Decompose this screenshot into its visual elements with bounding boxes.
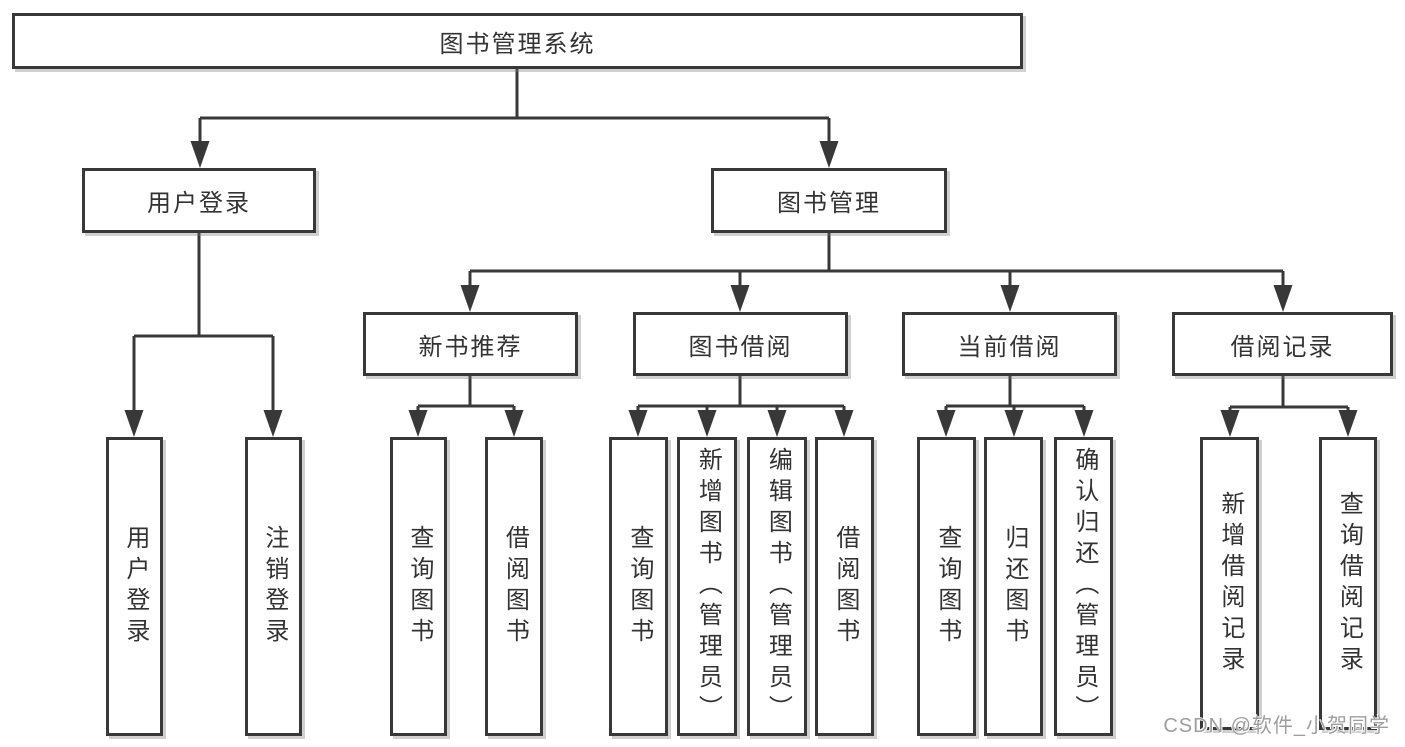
leaf-label: 查询图书 — [405, 524, 433, 649]
connector-book-management-to-level3 — [460, 233, 1293, 312]
leaf-edit-books-admin: 编辑图书（管理员） — [747, 437, 807, 736]
leaf-query-books: 查询图书 — [390, 437, 447, 736]
node-current-borrow: 当前借阅 — [902, 312, 1117, 376]
node-borrow-records: 借阅记录 — [1172, 312, 1393, 376]
connector-user-login-to-leaves — [124, 233, 283, 437]
leaf-label: 查询图书 — [625, 524, 653, 649]
node-library-management-system: 图书管理系统 — [12, 13, 1023, 69]
leaf-return-books: 归还图书 — [984, 437, 1043, 736]
leaf-borrow-books: 借阅图书 — [485, 437, 543, 736]
node-book-management: 图书管理 — [711, 168, 947, 233]
leaf-confirm-return-admin: 确认归还（管理员） — [1054, 437, 1113, 736]
leaf-label: 确认归还（管理员） — [1070, 447, 1098, 726]
connector-current-borrow-to-leaves — [936, 376, 1094, 437]
leaf-label: 编辑图书（管理员） — [764, 447, 792, 726]
leaf-label: 借阅图书 — [501, 524, 529, 649]
connector-borrow-records-to-leaves — [1220, 376, 1358, 437]
leaf-add-books-admin: 新增图书（管理员） — [677, 437, 737, 736]
leaf-label: 新增借阅记录 — [1216, 490, 1244, 677]
leaf-logout: 注销登录 — [245, 437, 302, 736]
leaf-add-borrow-record: 新增借阅记录 — [1200, 437, 1259, 730]
leaf-label: 注销登录 — [260, 524, 288, 649]
node-new-book-recommend: 新书推荐 — [363, 312, 578, 376]
connector-root-to-level2 — [190, 69, 839, 168]
leaf-label: 借阅图书 — [831, 524, 859, 649]
leaf-borrow-books: 借阅图书 — [815, 437, 874, 736]
node-book-borrow: 图书借阅 — [633, 312, 848, 376]
leaf-label: 查询图书 — [933, 524, 961, 649]
leaf-query-books: 查询图书 — [917, 437, 976, 736]
csdn-watermark: CSDN @软件_小贺同学 — [1163, 715, 1390, 737]
leaf-label: 用户登录 — [121, 524, 149, 649]
leaf-label: 归还图书 — [1000, 524, 1028, 649]
connector-new-book-recommend-to-leaves — [408, 376, 524, 437]
connector-book-borrow-to-leaves — [628, 376, 854, 437]
leaf-query-borrow-record: 查询借阅记录 — [1319, 437, 1377, 730]
node-user-login: 用户登录 — [82, 168, 316, 233]
leaf-label: 查询借阅记录 — [1335, 490, 1363, 677]
leaf-label: 新增图书（管理员） — [694, 447, 722, 726]
leaf-query-books: 查询图书 — [609, 437, 668, 736]
leaf-user-login: 用户登录 — [106, 437, 163, 736]
